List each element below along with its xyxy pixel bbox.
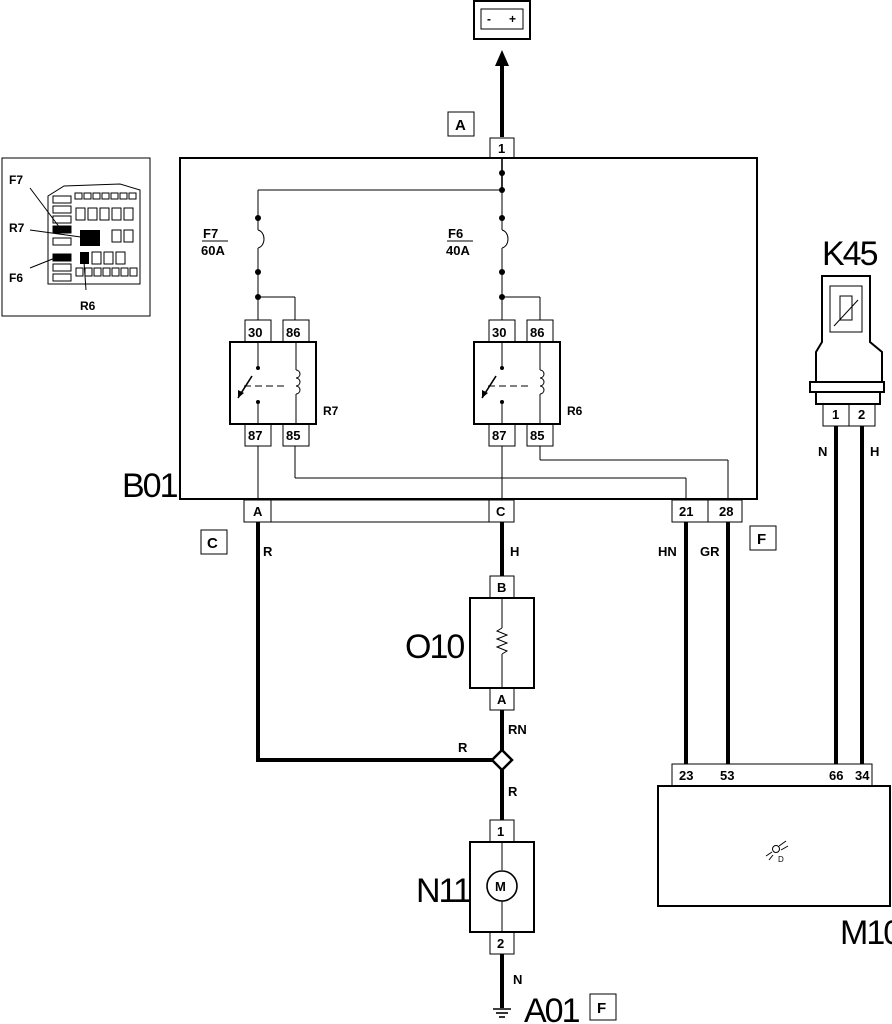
n11-pin-2: 2	[497, 936, 504, 951]
battery-symbol: - +	[473, 0, 531, 40]
r6-pin-85: 85	[530, 428, 544, 443]
zone-tag-a-label: A	[455, 117, 466, 134]
fuse-f6-name: F6	[448, 226, 463, 241]
r6-pin-30: 30	[492, 325, 506, 340]
fuse-f6: F6 40A	[446, 218, 509, 275]
inset-r6-label: R6	[80, 299, 96, 313]
o10-resistor: B A O10	[405, 575, 535, 711]
zone-tag-f-right-label: F	[757, 531, 766, 548]
inset-f7-label: F7	[9, 173, 23, 187]
r6-pin-86: 86	[530, 325, 544, 340]
wire-label-h-k45: H	[870, 444, 879, 459]
a01-label: A01	[524, 992, 580, 1024]
wire-label-r-junction: R	[458, 740, 468, 755]
m10-pin-34: 34	[855, 768, 870, 783]
fuse-f7: F7 60A	[201, 218, 265, 275]
fuse-f7-name: F7	[203, 226, 218, 241]
b01-connector-left	[243, 499, 515, 523]
r7-pin-87: 87	[248, 428, 262, 443]
k45-pin-2: 2	[858, 407, 865, 422]
wire-label-gr: GR	[700, 544, 720, 559]
splice-junction	[490, 748, 514, 772]
b01-label: B01	[122, 467, 178, 505]
m10-label: M10	[840, 914, 892, 952]
o10-pin-a: A	[497, 692, 507, 707]
fuse-f6-rating: 40A	[446, 243, 470, 258]
o10-label: O10	[405, 628, 464, 666]
inset-r7-label: R7	[9, 221, 25, 235]
wire-label-h-top: H	[510, 544, 519, 559]
m10-pin-23: 23	[679, 768, 693, 783]
battery-minus: -	[487, 12, 491, 26]
b01-pin-28: 28	[719, 504, 733, 519]
wire-label-r-lower: R	[508, 784, 518, 799]
inset-f6-label: F6	[9, 271, 23, 285]
k45-sensor: K45 1 2	[809, 235, 885, 427]
wire-r-left	[256, 522, 502, 762]
relay-r7-label: R7	[323, 404, 339, 418]
wire-label-hn: HN	[658, 544, 677, 559]
zone-tag-c	[200, 529, 228, 555]
zone-tag-f-bottom-label: F	[597, 1000, 606, 1017]
wire-label-r-left: R	[263, 544, 273, 559]
k45-pin-1: 1	[832, 407, 839, 422]
wire-label-rn: RN	[508, 722, 527, 737]
motor-symbol: M	[495, 879, 506, 894]
fuse-f7-rating: 60A	[201, 243, 225, 258]
ground-icon	[493, 1008, 511, 1018]
o10-pin-b: B	[497, 580, 506, 595]
r6-pin-87: 87	[492, 428, 506, 443]
m10-pin-53: 53	[720, 768, 734, 783]
b01-pin-c: C	[496, 504, 506, 519]
relay-r6-label: R6	[567, 404, 583, 418]
b01-fusebox	[179, 157, 758, 500]
zone-tag-c-label: C	[207, 535, 218, 552]
b01-pin-a: A	[253, 504, 263, 519]
r7-pin-30: 30	[248, 325, 262, 340]
battery-plus: +	[509, 12, 516, 26]
m10-icon-label: D	[778, 855, 784, 864]
lamp-icon: D	[765, 840, 789, 864]
b01-pin-21: 21	[679, 504, 693, 519]
n11-label: N11	[416, 872, 471, 910]
r7-pin-86: 86	[286, 325, 300, 340]
n11-motor: 1 M 2 N11	[416, 819, 535, 955]
relay-r7: 30 86 87 85 R7	[229, 319, 339, 447]
r7-pin-85: 85	[286, 428, 300, 443]
b01-connector-right	[671, 499, 743, 523]
relay-r6: 30 86 87 85 R6	[473, 319, 583, 447]
wire-label-n-bottom: N	[513, 972, 522, 987]
arrow-up-icon	[495, 50, 509, 66]
wire-label-n-k45: N	[818, 444, 827, 459]
m10-control-unit: 23 53 66 34 D M10	[657, 763, 892, 952]
m10-pin-66: 66	[829, 768, 843, 783]
k45-label: K45	[822, 235, 878, 273]
zone-tag-f-bottom	[589, 993, 617, 1021]
n11-pin-1: 1	[497, 824, 504, 839]
zone-tag-f-right	[749, 525, 777, 551]
zone-tag-a	[447, 111, 475, 137]
fusebox-inset: F7 R7 F6 R6	[1, 157, 151, 317]
b01-pin-1-label: 1	[498, 141, 505, 156]
